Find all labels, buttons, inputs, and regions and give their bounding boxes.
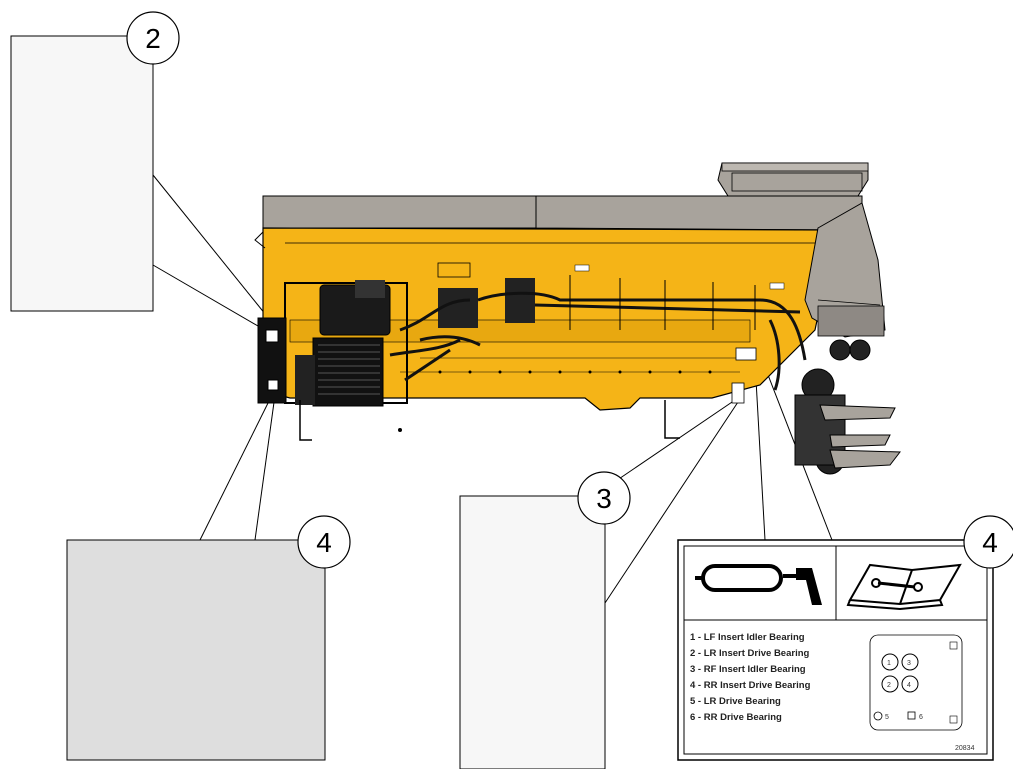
bearing-line-6: 6 - RR Drive Bearing — [690, 712, 782, 723]
placeholder-panel-4-left — [66, 539, 326, 761]
callout-4-left-number: 4 — [316, 527, 332, 558]
valve-block-2 — [505, 278, 535, 323]
placeholder-panel-2 — [10, 35, 154, 312]
bearing-line-4: 4 - RR Insert Drive Bearing — [690, 680, 811, 691]
decal-spot-upper — [735, 347, 757, 361]
valve-block-1 — [438, 288, 478, 328]
grease-gun-icon — [695, 564, 822, 605]
bearing-num-3: 3 — [907, 660, 911, 667]
callout-2: 2 — [126, 11, 180, 65]
bearing-line-5: 5 - LR Drive Bearing — [690, 696, 781, 707]
bearing-position-diagram: 1 3 2 4 5 6 — [869, 634, 963, 731]
callout-3-number: 3 — [596, 483, 612, 514]
radiator — [312, 337, 384, 407]
hopper-lid-left — [262, 195, 537, 229]
bearing-list: 1 - LF Insert Idler Bearing 2 - LR Inser… — [690, 632, 811, 723]
callout-4-right: 4 — [963, 515, 1013, 569]
bearing-line-2: 2 - LR Insert Drive Bearing — [690, 648, 810, 659]
bearing-num-1: 1 — [887, 660, 891, 667]
callout-3: 3 — [577, 471, 631, 525]
decal-spot-lower — [731, 382, 745, 404]
manual-book-icon — [846, 563, 962, 611]
bearing-line-1: 1 - LF Insert Idler Bearing — [690, 632, 805, 643]
callout-2-number: 2 — [145, 23, 161, 54]
spreader-machine — [254, 162, 901, 475]
bearing-num-5: 5 — [885, 714, 889, 721]
bearing-num-4: 4 — [907, 682, 911, 689]
bearing-line-3: 3 - RF Insert Idler Bearing — [690, 664, 806, 675]
decal-part-code: 20834 — [955, 745, 975, 752]
leader-lines — [152, 174, 833, 604]
placeholder-panel-3 — [459, 495, 606, 769]
callout-4-right-number: 4 — [982, 527, 998, 558]
bearing-num-2: 2 — [887, 682, 891, 689]
bearing-num-6: 6 — [919, 714, 923, 721]
callout-4-left: 4 — [297, 515, 351, 569]
hopper-lid-right — [535, 195, 863, 231]
bearing-decal: 1 - LF Insert Idler Bearing 2 - LR Inser… — [677, 539, 994, 761]
